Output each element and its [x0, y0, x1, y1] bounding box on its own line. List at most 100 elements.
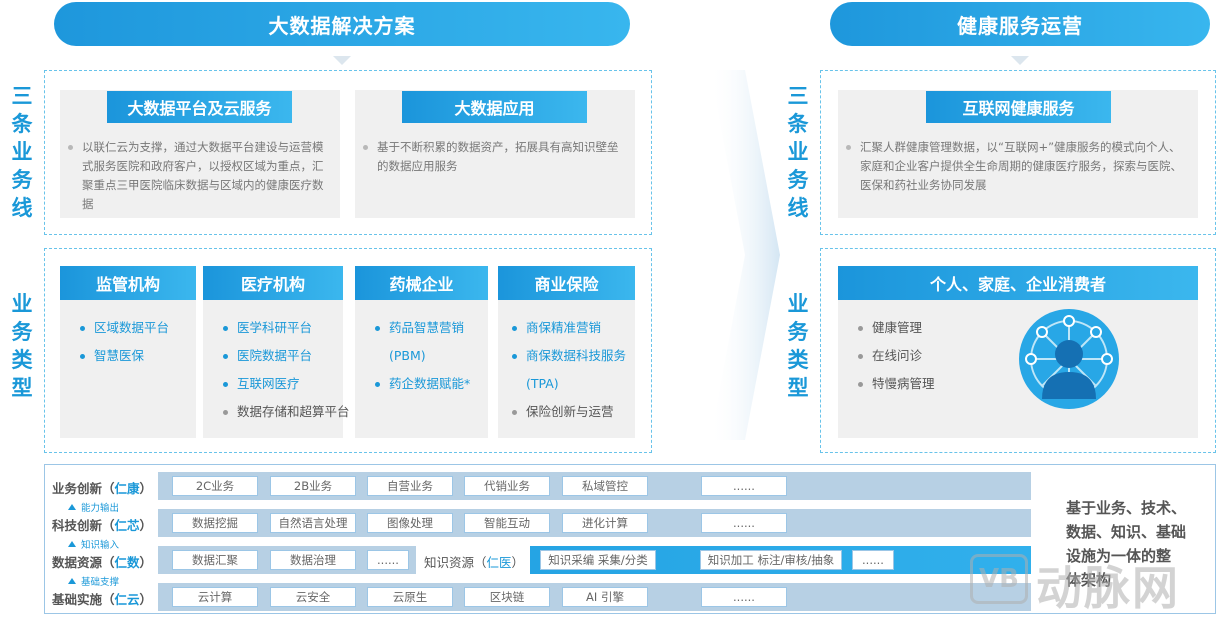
infra-container	[44, 464, 1216, 614]
platform-title: 大数据平台及云服务	[107, 91, 292, 123]
infra-chip: ......	[701, 476, 787, 496]
side-char: 务	[11, 168, 33, 192]
internet-desc-text: 汇聚人群健康管理数据，以“互联网+”健康服务的模式向个人、家庭和企业客户提供全生…	[860, 140, 1182, 192]
list-item: 商保精准营销	[512, 314, 631, 342]
infra-chip: 云原生	[367, 587, 453, 607]
type-list: 区域数据平台 智慧医保	[80, 314, 192, 370]
type-title: 医疗机构	[203, 266, 343, 300]
knowledge-chip: 知识采编 采集/分类	[540, 550, 656, 570]
list-item: 商保数据科技服务	[512, 342, 631, 370]
side-label-business-types-right: 业 务 类 型	[786, 290, 810, 402]
infra-chip: 私域管控	[562, 476, 648, 496]
right-header-pill: 健康服务运营	[830, 2, 1210, 46]
architecture-summary: 基于业务、技术、 数据、知识、基础 设施为一体的整 体架构	[1066, 496, 1208, 592]
knowledge-label: 知识资源（仁医）	[424, 555, 525, 570]
application-card: 大数据应用 基于不断积累的数据资产，拓展具有高知识壁垒的数据应用服务	[355, 90, 635, 218]
type-card-pharma: 药械企业 药品智慧营销 (PBM) 药企数据赋能*	[355, 266, 488, 438]
summary-line: 体架构	[1066, 571, 1112, 589]
infra-chip: ......	[701, 513, 787, 533]
knowledge-chip: 知识加工 标注/审核/抽象	[700, 550, 842, 570]
type-title: 药械企业	[355, 266, 488, 300]
flow-chevron-graphic	[710, 70, 780, 440]
infra-chip: 数据汇聚	[172, 550, 258, 570]
right-header-title: 健康服务运营	[957, 13, 1083, 38]
side-label-business-lines-right: 三 条 业 务 线	[786, 82, 810, 222]
side-char: 务	[787, 168, 809, 192]
side-char: 务	[787, 320, 809, 344]
type-title: 商业保险	[498, 266, 635, 300]
infra-row-label: 业务创新（仁康）	[52, 481, 153, 496]
side-char: 业	[787, 140, 809, 164]
infra-row-label: 基础实施（仁云）	[52, 592, 153, 607]
infra-chip: 数据治理	[270, 550, 356, 570]
type-card-hospital: 医疗机构 医学科研平台 医院数据平台 互联网医疗 数据存储和超算平台	[203, 266, 350, 438]
infra-chip: 自营业务	[367, 476, 453, 496]
side-label-business-types-left: 业 务 类 型	[10, 290, 34, 402]
list-item: 在线问诊	[858, 342, 1194, 370]
internet-title: 互联网健康服务	[926, 91, 1111, 123]
list-item: 药品智慧营销	[375, 314, 484, 342]
consumer-title: 个人、家庭、企业消费者	[838, 266, 1198, 300]
application-desc-text: 基于不断积累的数据资产，拓展具有高知识壁垒的数据应用服务	[377, 140, 619, 173]
type-title: 监管机构	[60, 266, 196, 300]
people-network-icon	[1019, 309, 1119, 409]
watermark-text: 动脉网	[1036, 561, 1180, 615]
infra-chip: 代销业务	[464, 476, 550, 496]
internet-desc: 汇聚人群健康管理数据，以“互联网+”健康服务的模式向个人、家庭和企业客户提供全生…	[846, 138, 1191, 195]
list-item: 健康管理	[858, 314, 1194, 342]
platform-card: 大数据平台及云服务 以联仁云为支撑，通过大数据平台建设与运营模式服务医院和政府客…	[60, 90, 340, 218]
connector-support: 基础支撑	[68, 574, 119, 588]
list-item: 互联网医疗	[223, 370, 339, 398]
infra-row-label: 科技创新（仁芯）	[52, 518, 153, 533]
side-char: 业	[11, 140, 33, 164]
side-char: 三	[11, 84, 33, 108]
side-char: 条	[787, 112, 809, 136]
infra-chip: 自然语言处理	[270, 513, 356, 533]
summary-line: 数据、知识、基础	[1066, 523, 1187, 541]
list-item: 数据存储和超算平台	[223, 398, 350, 426]
list-item: (PBM)	[389, 348, 426, 363]
side-char: 类	[11, 348, 33, 372]
left-header-title: 大数据解决方案	[268, 13, 416, 38]
infra-chip: 图像处理	[367, 513, 453, 533]
list-item: 医学科研平台	[223, 314, 339, 342]
type-card-regulator: 监管机构 区域数据平台 智慧医保	[60, 266, 196, 438]
infra-chip: 数据挖掘	[172, 513, 258, 533]
side-char: 线	[11, 196, 33, 220]
left-types-container	[44, 248, 652, 453]
platform-desc: 以联仁云为支撑，通过大数据平台建设与运营模式服务医院和政府客户，以授权区域为重点…	[68, 138, 333, 214]
side-char: 类	[787, 348, 809, 372]
type-list: 商保精准营销 商保数据科技服务 (TPA) 保险创新与运营	[512, 314, 631, 426]
list-item: 药企数据赋能*	[375, 370, 484, 398]
bullet-dot	[68, 145, 73, 150]
right-header-pointer	[1011, 56, 1029, 65]
list-item: 医院数据平台	[223, 342, 339, 370]
side-char: 型	[787, 376, 809, 400]
list-item: 保险创新与运营	[512, 398, 631, 426]
connector-input: 知识输入	[68, 537, 119, 551]
list-item: 区域数据平台	[80, 314, 192, 342]
knowledge-chip: ......	[852, 550, 894, 570]
left-lines-container	[44, 70, 652, 235]
application-desc: 基于不断积累的数据资产，拓展具有高知识壁垒的数据应用服务	[363, 138, 628, 176]
application-title: 大数据应用	[402, 91, 587, 123]
watermark-logo: VB	[970, 554, 1028, 604]
summary-line: 设施为一体的整	[1066, 547, 1172, 565]
platform-desc-text: 以联仁云为支撑，通过大数据平台建设与运营模式服务医院和政府客户，以授权区域为重点…	[82, 140, 324, 211]
consumer-list: 健康管理 在线问诊 特慢病管理	[858, 314, 1194, 398]
infra-chip: 进化计算	[562, 513, 648, 533]
left-header-pointer	[333, 56, 351, 65]
left-header-pill: 大数据解决方案	[54, 2, 630, 46]
type-list: 药品智慧营销 (PBM) 药企数据赋能*	[375, 314, 484, 398]
type-list: 医学科研平台 医院数据平台 互联网医疗 数据存储和超算平台	[223, 314, 350, 426]
internet-card: 互联网健康服务 汇聚人群健康管理数据，以“互联网+”健康服务的模式向个人、家庭和…	[838, 90, 1198, 218]
right-types-container	[820, 248, 1216, 453]
connector-output: 能力输出	[68, 500, 119, 514]
side-char: 线	[787, 196, 809, 220]
list-item: (TPA)	[526, 376, 559, 391]
bullet-dot	[363, 145, 368, 150]
side-char: 业	[11, 292, 33, 316]
infra-row-label: 数据资源（仁数）	[52, 555, 153, 570]
bullet-dot	[846, 145, 851, 150]
side-label-business-lines-left: 三 条 业 务 线	[10, 82, 34, 222]
